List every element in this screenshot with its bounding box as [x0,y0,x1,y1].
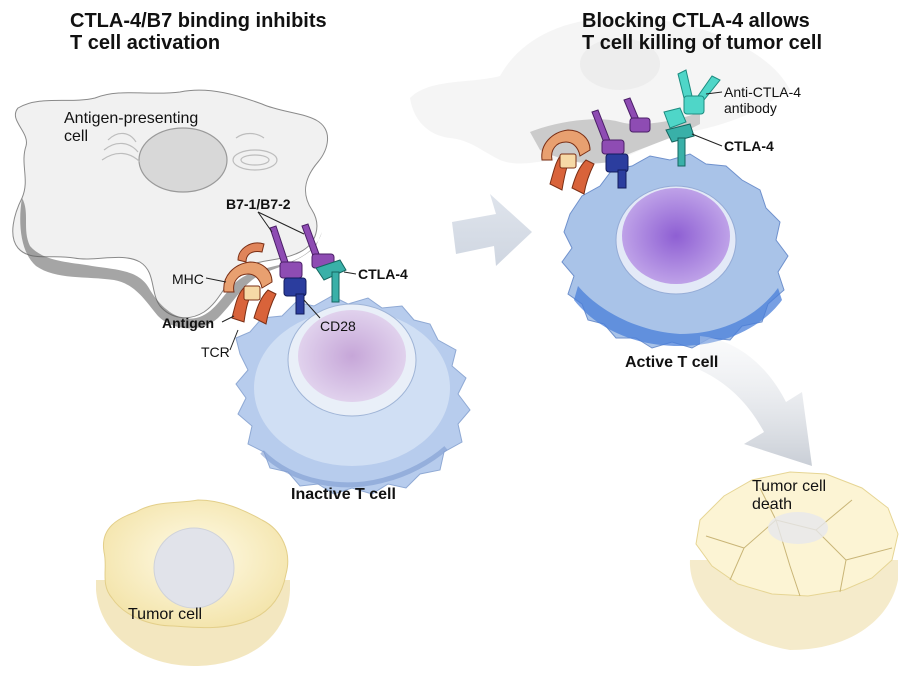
tcr-mhc-complex [223,242,277,325]
antibody-label-line1: Anti-CTLA-4 [724,84,802,100]
left-title-line2: T cell activation [70,32,221,54]
tcr-label: TCR [201,344,230,360]
tumor-cell-label: Tumor cell [128,606,203,623]
tumor-cell [96,499,290,666]
antigen-peptide [243,285,261,301]
inactive-t-cell-nucleus [298,310,406,402]
apc-organelles [101,132,278,171]
right-cd28-b7-complex [591,109,629,189]
apc-cell-right [410,17,790,164]
antibody-label-line2: antibody [724,100,777,116]
right-tcr-mhc-complex [541,129,595,195]
left-label-lines [205,211,357,351]
apc-cell [12,89,328,329]
tumor-death-label-line2: death [752,496,793,513]
apc-label: Antigen-presenting cell [64,110,198,146]
ctla4-label-right: CTLA-4 [724,138,774,154]
ctla4-b7-complex [301,223,347,303]
b7-label: B7-1/B7-2 [226,196,291,212]
right-title-line2: T cell killing of tumor cell [582,32,823,54]
right-ctla4-antibody-complex [663,69,721,167]
left-panel-title: CTLA-4/B7 binding inhibits T cell activa… [70,10,327,54]
killing-arrow [700,336,812,466]
right-panel-title: Blocking CTLA-4 allows T cell killing of… [582,10,822,54]
left-title-line1: CTLA-4/B7 binding inhibits [70,10,327,32]
ctla4-label-left: CTLA-4 [358,266,408,282]
antibody-label: Anti-CTLA-4 antibody [724,84,801,116]
apc-label-line2: cell [64,128,89,145]
right-title-line1: Blocking CTLA-4 allows [582,10,810,32]
right-b7-free [623,97,651,133]
active-t-cell-label: Active T cell [625,354,719,371]
inactive-t-cell-label: Inactive T cell [291,486,396,503]
mhc-label: MHC [172,271,204,287]
tumor-death-label: Tumor cell death [752,478,826,514]
cd28-b7-complex [269,225,307,315]
cd28-label: CD28 [320,318,356,334]
active-t-cell [561,153,789,349]
transition-arrow [452,194,532,266]
tumor-cell-nucleus [153,527,235,609]
tumor-death-label-line1: Tumor cell [752,478,827,495]
inactive-t-cell [235,295,471,495]
right-label-lines [691,91,723,147]
antigen-label: Antigen [162,315,215,331]
tumor-cell-dead [689,471,899,650]
apc-nucleus [138,127,228,193]
active-t-cell-nucleus [622,188,730,284]
apc-label-line1: Antigen-presenting [64,110,199,127]
